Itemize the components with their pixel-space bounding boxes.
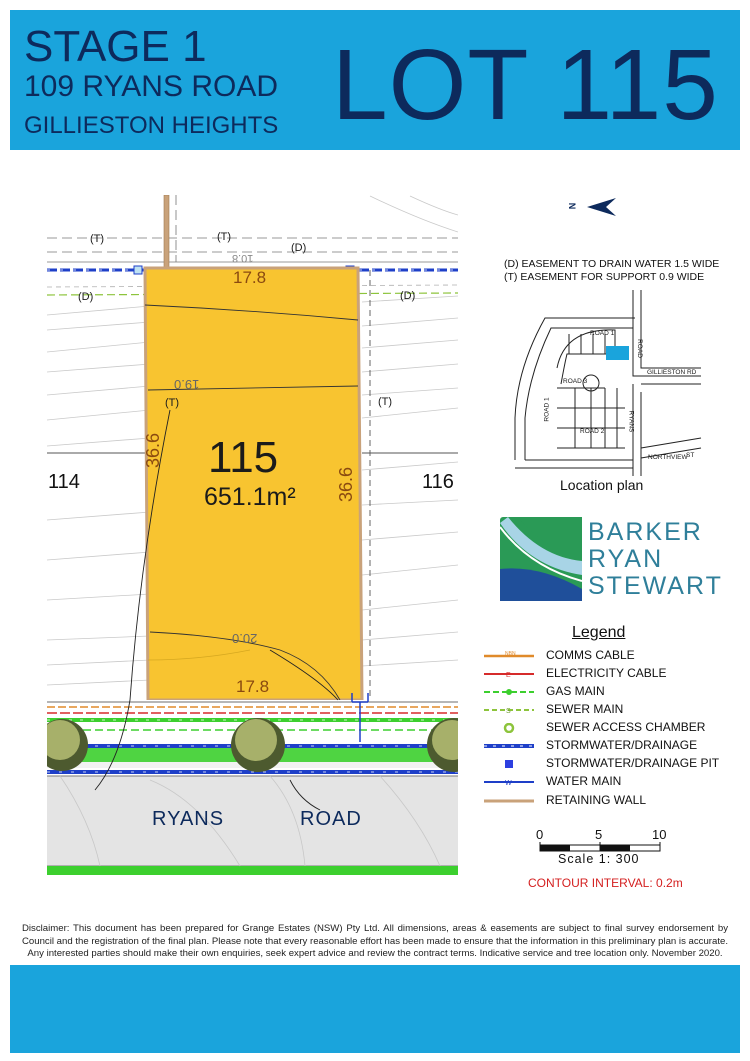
easement-mark: (D) <box>400 290 416 302</box>
scale-tick-label: 0 <box>536 827 544 842</box>
location-plan-caption: Location plan <box>560 477 644 493</box>
scale-tick-label: 10 <box>652 827 667 842</box>
electricity-line-icon: E <box>484 672 534 679</box>
easement-note-support: (T) EASEMENT FOR SUPPORT 0.9 WIDE <box>504 271 705 283</box>
legend-label: ELECTRICITY CABLE <box>546 666 667 680</box>
legend-label: COMMS CABLE <box>546 648 635 662</box>
easement-mark: (T) <box>217 231 232 243</box>
svg-text:NBN: NBN <box>505 651 516 657</box>
neighbour-lot-left: 114 <box>48 471 80 493</box>
easement-mark: (D) <box>78 291 94 303</box>
contour-lines <box>47 195 458 861</box>
legend-item: E ELECTRICITY CABLE <box>484 665 734 683</box>
left-depth-label: 36.6 <box>143 432 163 468</box>
svg-text:S: S <box>506 708 511 715</box>
lot-title: LOT 115 <box>332 29 719 141</box>
easement-note-drain: (D) EASEMENT TO DRAIN WATER 1.5 WIDE <box>504 258 720 270</box>
legend-item: S SEWER MAIN <box>484 701 734 719</box>
svg-text:W: W <box>505 780 512 787</box>
footer-banner <box>10 965 740 1053</box>
retaining-wall-icon <box>484 799 534 803</box>
legend-label: STORMWATER/DRAINAGE <box>546 738 698 752</box>
stormwater-line-icon <box>484 744 534 748</box>
scale-label: Scale 1: 300 <box>558 852 640 866</box>
top-strip <box>47 195 458 296</box>
location-plan-map <box>514 290 702 476</box>
legend-label: WATER MAIN <box>546 774 622 788</box>
header-banner: STAGE 1 109 RYANS ROAD GILLIESTON HEIGHT… <box>10 10 740 150</box>
north-arrow-icon <box>579 190 616 224</box>
road-name-road: ROAD <box>300 808 362 830</box>
contour-label-strip: 10.8 <box>232 252 254 264</box>
plan-area <box>47 195 458 875</box>
legend-item: SEWER ACCESS CHAMBER <box>484 719 734 737</box>
location-plan-label: NORTHVIEW <box>648 454 688 461</box>
legend-label: RETAINING WALL <box>546 793 647 807</box>
location-plan-label: ROAD 3 <box>563 378 588 385</box>
location-plan-label: ROAD 2 <box>580 428 605 435</box>
sewer-chamber-icon <box>503 723 515 733</box>
contour-label-bottom: 20.0 <box>232 631 258 646</box>
logo-text-stewart: STEWART <box>588 572 723 600</box>
water-main-icon: W <box>484 780 534 787</box>
road-reserve <box>47 409 458 875</box>
sewer-line-icon: S <box>484 708 534 715</box>
location-plan-label: GILLIESTON RD <box>647 369 697 376</box>
legend-item: STORMWATER/DRAINAGE PIT <box>484 755 734 773</box>
legend-item: W WATER MAIN <box>484 773 734 791</box>
contour-interval-note: CONTOUR INTERVAL: 0.2m <box>528 876 683 890</box>
address-title: 109 RYANS ROAD <box>24 70 278 103</box>
location-plan-label: ROAD 1 <box>543 397 551 422</box>
svg-text:E: E <box>506 672 511 679</box>
legend-title: Legend <box>572 624 626 641</box>
easement-mark: (T) <box>378 396 393 408</box>
lot-area-label: 651.1m² <box>204 483 296 511</box>
legend-label: GAS MAIN <box>546 684 605 698</box>
location-plan-label: ST <box>686 452 695 459</box>
legend-item: NBN COMMS CABLE <box>484 647 734 665</box>
legend-item: STORMWATER/DRAINAGE <box>484 737 734 755</box>
logo-text-barker: BARKER <box>588 518 703 546</box>
scale-bar <box>539 842 661 852</box>
road-name-ryans: RYANS <box>152 808 225 830</box>
location-plan-label: ROAD 1 <box>590 330 615 337</box>
legend-item: GAS MAIN <box>484 683 734 701</box>
logo-text-ryan: RYAN <box>588 545 664 573</box>
suburb-title: GILLIESTON HEIGHTS <box>24 112 279 139</box>
lot-115-parcel <box>143 266 364 702</box>
disclaimer-text: Disclaimer: This document has been prepa… <box>22 923 728 959</box>
location-plan-label: ROAD <box>635 339 643 358</box>
easement-mark: (T) <box>165 397 180 409</box>
gas-line-icon <box>484 689 534 695</box>
easement-mark: (T) <box>90 233 105 245</box>
barker-ryan-stewart-logo <box>500 517 582 601</box>
neighbour-lot-right: 116 <box>422 471 454 493</box>
right-depth-label: 36.6 <box>336 466 356 502</box>
scale-tick-label: 5 <box>595 827 603 842</box>
contour-label-top: 19.0 <box>174 377 200 392</box>
legend-item: RETAINING WALL <box>484 792 734 810</box>
north-letter: N <box>567 202 578 210</box>
legend-label: SEWER MAIN <box>546 702 624 716</box>
legend-label: SEWER ACCESS CHAMBER <box>546 720 706 734</box>
stage-title: STAGE 1 <box>24 22 207 71</box>
easement-mark: (D) <box>291 242 307 254</box>
stormwater-pit-icon <box>505 760 513 768</box>
legend-label: STORMWATER/DRAINAGE PIT <box>546 756 720 770</box>
lot-number-label: 115 <box>208 433 279 482</box>
top-frontage-label: 17.8 <box>233 268 267 287</box>
bottom-frontage-label: 17.8 <box>236 677 270 696</box>
location-plan-label: RYANS <box>627 410 635 433</box>
comms-line-icon: NBN <box>484 651 534 658</box>
